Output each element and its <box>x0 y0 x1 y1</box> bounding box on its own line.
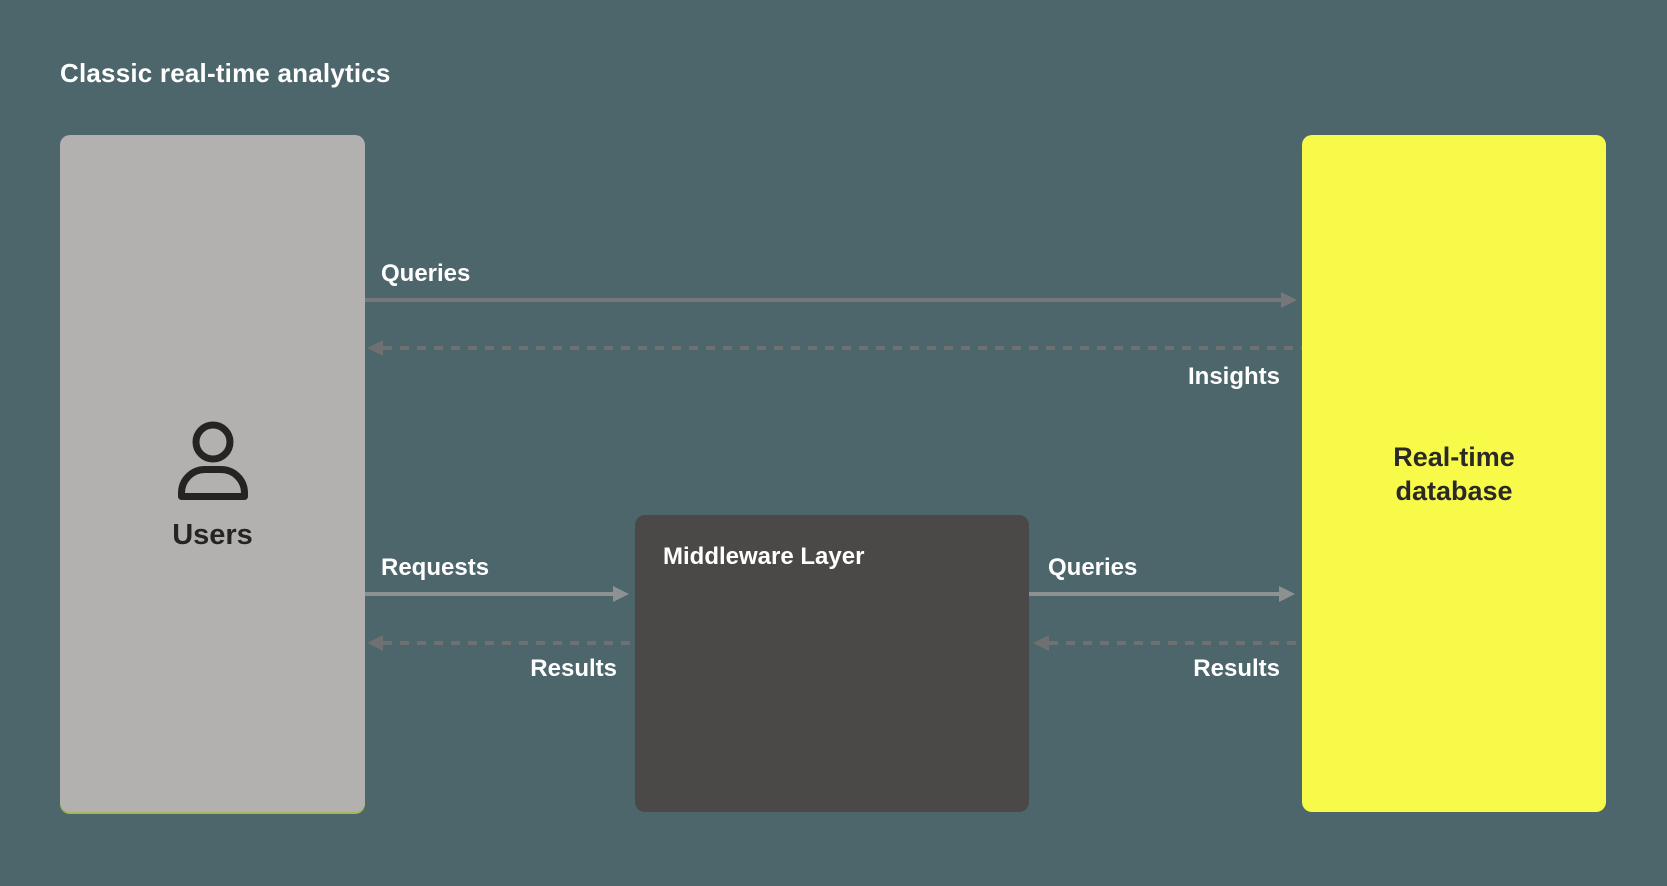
arrow-line-dashed <box>383 641 635 645</box>
arrow-line <box>365 592 613 596</box>
database-node-label: Real-time database <box>1393 441 1515 506</box>
arrow-line-dashed <box>383 346 1302 350</box>
flow-label: Results <box>530 655 617 682</box>
arrowhead-left-icon <box>367 635 383 651</box>
diagram-title: Classic real-time analytics <box>60 58 391 88</box>
middleware-node-label: Middleware Layer <box>663 543 865 570</box>
flow-label: Queries <box>1048 554 1138 581</box>
flow-label: Insights <box>1187 363 1280 390</box>
arrowhead-left-icon <box>1033 635 1049 651</box>
arrow-line <box>365 298 1281 302</box>
users-node: Users <box>60 135 365 812</box>
flow-label: Results <box>1193 655 1280 682</box>
arrowhead-left-icon <box>367 340 383 356</box>
arrowhead-right-icon <box>613 586 629 602</box>
flow-label: Queries <box>381 260 471 287</box>
middleware-node: Middleware Layer <box>635 515 1029 812</box>
arrow-line-dashed <box>1049 641 1302 645</box>
database-node: Real-time database <box>1302 135 1606 812</box>
arrowhead-right-icon <box>1281 292 1297 308</box>
arrowhead-right-icon <box>1279 586 1295 602</box>
person-icon <box>177 420 248 505</box>
flow-label: Requests <box>381 554 490 581</box>
users-node-label: Users <box>172 518 253 551</box>
arrow-line <box>1029 592 1279 596</box>
